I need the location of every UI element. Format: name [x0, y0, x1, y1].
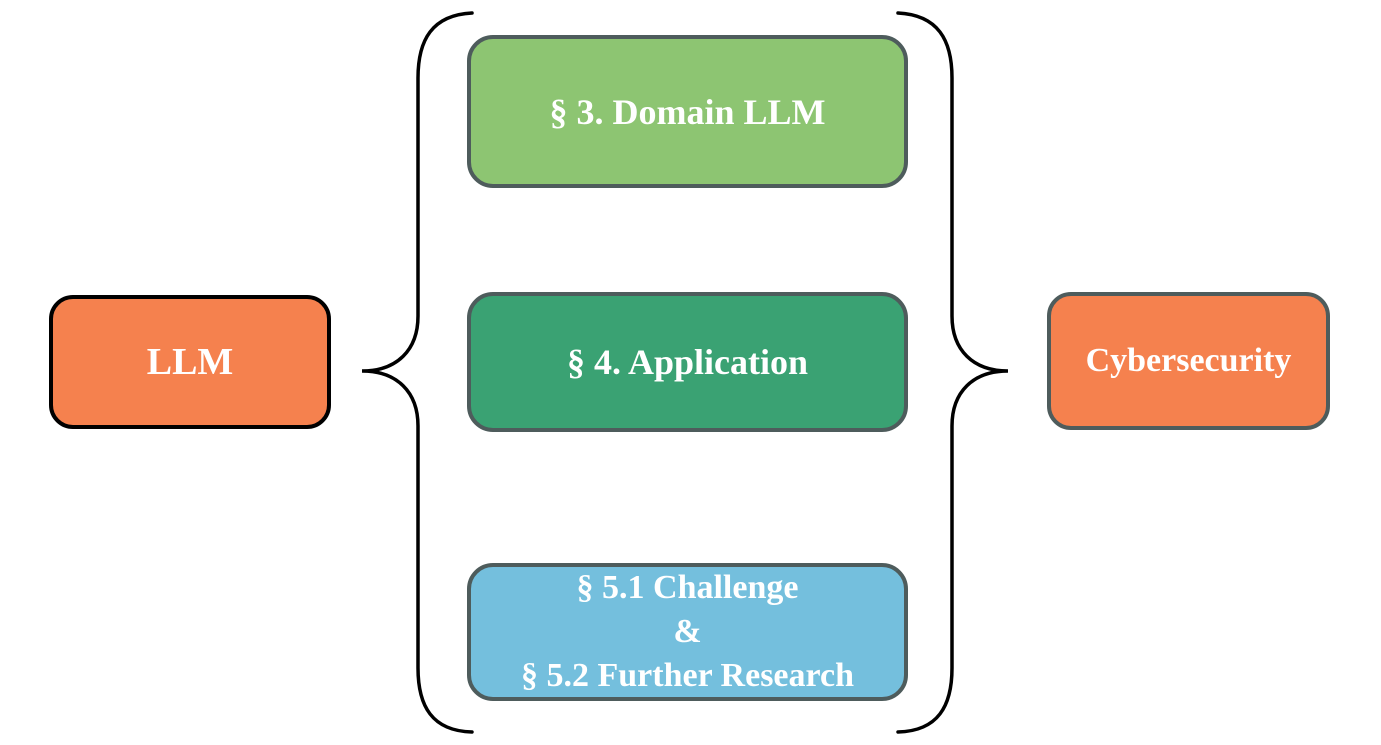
llm-node: LLM — [49, 295, 331, 429]
cybersecurity-node: Cybersecurity — [1047, 292, 1330, 430]
application-node: § 4. Application — [467, 292, 908, 432]
challenge-research-node-label: § 5.1 Challenge & § 5.2 Further Research — [521, 566, 854, 698]
left-brace — [361, 11, 474, 734]
domain-llm-node: § 3. Domain LLM — [467, 35, 908, 188]
domain-llm-node-label: § 3. Domain LLM — [549, 91, 826, 132]
application-node-label: § 4. Application — [566, 342, 809, 382]
challenge-research-node: § 5.1 Challenge & § 5.2 Further Research — [467, 563, 908, 701]
llm-node-label: LLM — [146, 341, 234, 383]
cybersecurity-node-label: Cybersecurity — [1085, 342, 1292, 379]
right-brace — [896, 11, 1009, 734]
ampersand-line: & — [673, 613, 702, 651]
further-research-line: § 5.2 Further Research — [520, 656, 854, 694]
challenge-line: § 5.1 Challenge — [576, 569, 799, 607]
